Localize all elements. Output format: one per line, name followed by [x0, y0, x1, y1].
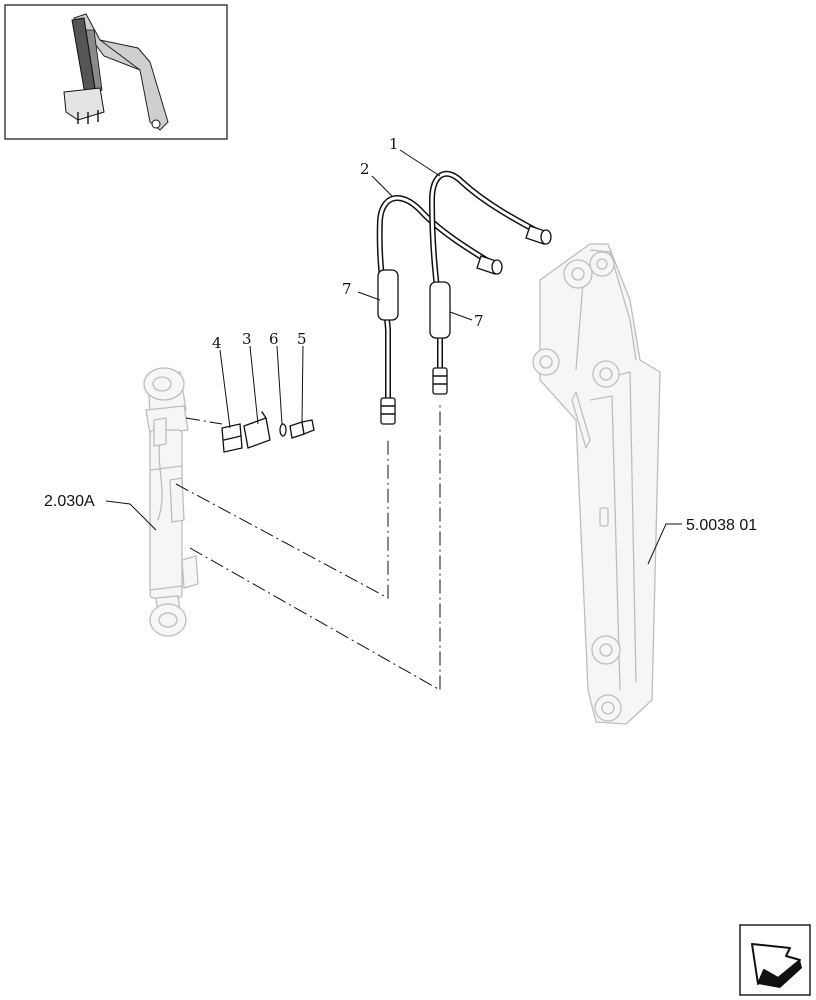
callout-4: 4: [212, 334, 222, 352]
excavator-arm-thumbnail-icon[interactable]: [4, 4, 228, 140]
clamp-item-3[interactable]: [243, 411, 271, 449]
callout-2: 2: [360, 160, 370, 178]
washer-item-6[interactable]: [279, 423, 287, 437]
bucket-cylinder-ghost: [143, 367, 199, 637]
clamp-item-4[interactable]: [221, 423, 243, 453]
callout-7b: 7: [474, 312, 484, 330]
callout-3: 3: [242, 330, 252, 348]
hose-item-1[interactable]: [429, 170, 552, 395]
callout-5: 5: [297, 330, 307, 348]
leader-lines: [105, 149, 682, 565]
page-navigation-arrow-icon[interactable]: [739, 924, 811, 996]
assembly-lines: [175, 404, 441, 691]
callout-1: 1: [389, 135, 399, 153]
callout-7a: 7: [342, 280, 352, 298]
hose-item-2[interactable]: [376, 195, 503, 425]
reference-label-arm[interactable]: 5.0038 01: [686, 517, 757, 534]
callout-6: 6: [269, 330, 279, 348]
dipper-arm-ghost: [532, 243, 661, 725]
reference-label-cylinder[interactable]: 2.030A: [44, 493, 95, 510]
bolt-item-5[interactable]: [289, 419, 315, 439]
